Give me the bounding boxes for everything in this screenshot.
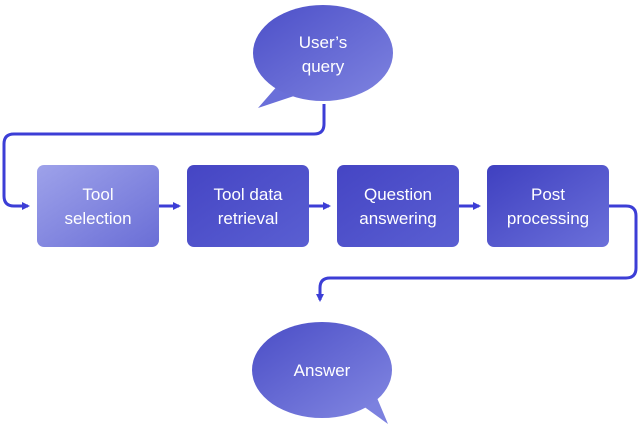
step-box	[187, 165, 309, 247]
step-question-answering: Question answering	[337, 165, 459, 247]
step-tool-selection: Tool selection	[37, 165, 159, 247]
step-post-processing: Post processing	[487, 165, 609, 247]
answer-label: Answer	[294, 361, 351, 380]
speech-bubble-body	[253, 5, 393, 101]
step-box	[487, 165, 609, 247]
step-label-line-1: Post	[531, 185, 565, 204]
connector-post-processing-to-answer	[316, 204, 638, 302]
step-label-line-2: processing	[507, 209, 589, 228]
user-query-line-2: query	[302, 57, 345, 76]
answer-bubble: Answer	[252, 322, 392, 424]
step-label-line-2: selection	[64, 209, 131, 228]
step-label-line-1: Question	[364, 185, 432, 204]
step-label-line-1: Tool data	[214, 185, 284, 204]
speech-bubble-body	[252, 322, 392, 418]
step-tool-data-retrieval: Tool data retrieval	[187, 165, 309, 247]
user-query-bubble: User’s query	[253, 5, 393, 108]
user-query-line-1: User’s	[299, 33, 348, 52]
connector-query-to-tool-selection	[2, 104, 326, 210]
step-label-line-2: answering	[359, 209, 437, 228]
step-label-line-2: retrieval	[218, 209, 278, 228]
step-label-line-1: Tool	[82, 185, 113, 204]
step-box	[37, 165, 159, 247]
step-box	[337, 165, 459, 247]
